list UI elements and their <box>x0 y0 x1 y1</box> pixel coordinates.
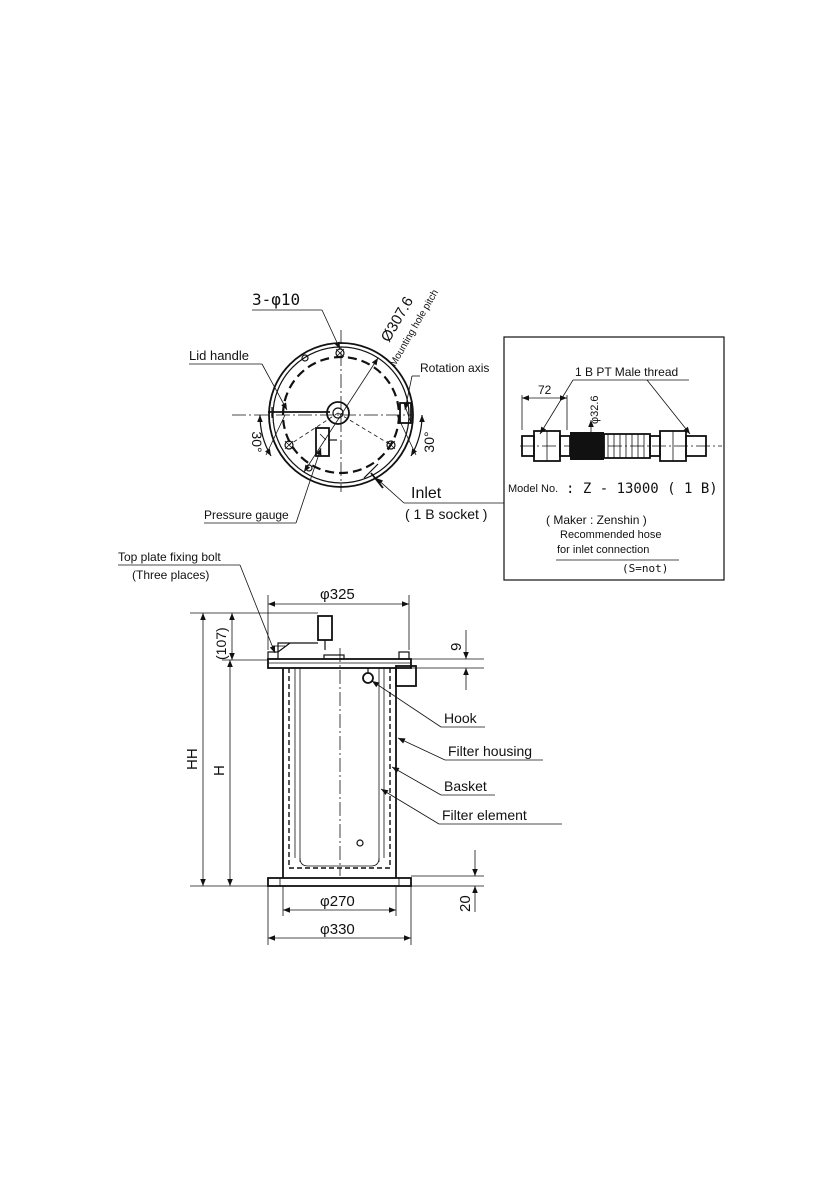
thread-label: 1 B PT Male thread <box>575 365 678 379</box>
filter-housing-label: Filter housing <box>448 743 532 759</box>
recommended-label: Recommended hose <box>560 529 662 541</box>
dim-270-label: φ270 <box>320 893 355 910</box>
filter-element-label: Filter element <box>442 807 527 823</box>
hole-lower-right <box>386 440 396 450</box>
model-label: Model No. <box>508 483 558 495</box>
inlet-connection-label: for inlet connection <box>557 544 649 556</box>
angle-arc-right <box>410 414 425 457</box>
pressure-gauge-label: Pressure gauge <box>204 508 289 522</box>
hose-illustration <box>520 430 722 462</box>
base-plate <box>267 877 412 887</box>
inlet-socket-label: ( 1 B socket ) <box>405 506 487 522</box>
dim-72-label: 72 <box>538 383 552 397</box>
hose-box: 1 B PT Male thread 72 φ32.6 Model No. <box>503 336 725 581</box>
rotation-axis-label: Rotation axis <box>420 361 489 375</box>
top-plate <box>267 658 412 669</box>
dim-hh-label: HH <box>184 748 201 770</box>
dim-330-label: φ330 <box>320 921 355 938</box>
top-bolt-label: Top plate fixing bolt <box>118 550 221 564</box>
angle-left-label: 30° <box>249 431 265 452</box>
dim-h-label: H <box>211 765 228 776</box>
dim-20-label: 20 <box>457 895 474 912</box>
gauge-body-side <box>317 615 333 641</box>
side-view: Top plate fixing bolt (Three places) φ32… <box>118 550 562 945</box>
dim-dia-label: φ32.6 <box>589 395 601 424</box>
hook-label: Hook <box>444 710 478 726</box>
hole-lower-left <box>284 440 294 450</box>
angle-right-label: 30° <box>421 431 437 452</box>
model-value: : Z - 13000 ( 1 B) <box>566 481 718 497</box>
top-view: 30° 30° 3-φ10 Ø307.6 Mounting hole pitch… <box>189 288 504 524</box>
dim-9-label: 9 <box>448 643 465 651</box>
hose-box-frame <box>503 336 725 581</box>
inlet-nozzle <box>395 665 417 687</box>
angle-arc-left <box>257 414 272 457</box>
hook-shape <box>362 672 374 684</box>
three-places-label: (Three places) <box>132 568 209 582</box>
holes-label: 3-φ10 <box>252 290 300 309</box>
dim-107-label: (107) <box>213 627 229 660</box>
pressure-gauge-body <box>315 427 330 457</box>
maker-label: ( Maker : Zenshin ) <box>546 513 647 527</box>
lid-handle-label: Lid handle <box>189 348 249 363</box>
mounting-holes <box>284 348 396 472</box>
dim-325-label: φ325 <box>320 586 355 603</box>
basket-label: Basket <box>444 778 487 794</box>
inlet-label: Inlet <box>411 485 442 502</box>
s-not-label: (S=not) <box>622 562 668 575</box>
